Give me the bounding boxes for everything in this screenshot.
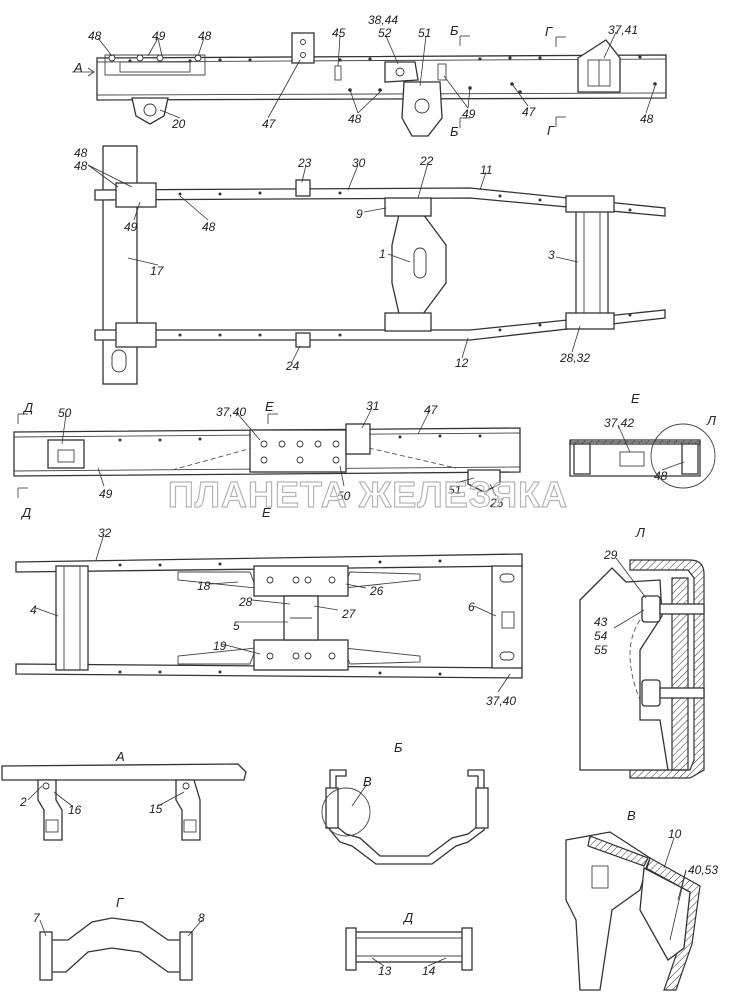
side-view-top bbox=[72, 31, 667, 137]
callout-label-l13: 13 bbox=[378, 964, 392, 978]
section-view-g bbox=[39, 917, 203, 981]
callout-label-l48b: 48 bbox=[198, 29, 212, 43]
callout-label-l3740a: 37,40 bbox=[216, 405, 247, 419]
callout-label-l2: 2 bbox=[20, 795, 27, 809]
callout-label-lG1: Г bbox=[545, 24, 553, 39]
callout-label-l19: 19 bbox=[213, 639, 227, 653]
callout-label-l3: 3 bbox=[548, 248, 555, 262]
callout-label-lDv: Д bbox=[404, 910, 414, 925]
callout-label-l18: 18 bbox=[197, 579, 211, 593]
callout-label-l28: 28 bbox=[239, 595, 253, 609]
callout-label-l32: 32 bbox=[98, 526, 112, 540]
callout-label-l6: 6 bbox=[468, 600, 475, 614]
section-view-a bbox=[1, 763, 247, 841]
callout-label-lVv: В bbox=[627, 808, 636, 823]
callout-label-lE2: Е bbox=[262, 505, 271, 520]
callout-label-lLv: Л bbox=[707, 413, 716, 428]
callout-label-l20: 20 bbox=[172, 117, 186, 131]
callout-label-l3844: 38,44 bbox=[368, 13, 399, 27]
callout-label-l4: 4 bbox=[30, 603, 37, 617]
callout-label-l51a: 51 bbox=[418, 26, 432, 40]
callout-label-l49d: 49 bbox=[99, 487, 113, 501]
detail-view-v bbox=[565, 831, 701, 991]
callout-label-l30: 30 bbox=[352, 156, 366, 170]
callout-label-lD1: Д bbox=[24, 400, 34, 415]
callout-label-lGv: Г bbox=[116, 895, 124, 910]
callout-label-l25: 25 bbox=[490, 496, 504, 510]
watermark: ПЛАНЕТА ЖЕЛЕЗЯКА bbox=[167, 473, 569, 515]
section-view-d bbox=[345, 927, 473, 971]
callout-label-l48c: 48 bbox=[348, 112, 362, 126]
callout-label-l48a: 48 bbox=[88, 29, 102, 43]
callout-label-l15: 15 bbox=[149, 802, 163, 816]
callout-label-l17: 17 bbox=[150, 264, 164, 278]
callout-label-l1: 1 bbox=[379, 247, 386, 261]
callout-label-l9: 9 bbox=[356, 207, 363, 221]
callout-label-l4053: 40,53 bbox=[688, 863, 719, 877]
callout-label-l23: 23 bbox=[298, 156, 312, 170]
callout-label-l22: 22 bbox=[420, 154, 434, 168]
callout-label-l48h: 48 bbox=[654, 469, 668, 483]
callout-label-l8: 8 bbox=[198, 911, 205, 925]
callout-label-lBv: Б bbox=[394, 740, 403, 755]
callout-label-l50b: 50 bbox=[337, 489, 351, 503]
callout-label-l3740b: 37,40 bbox=[486, 694, 517, 708]
callout-label-l45: 45 bbox=[332, 26, 346, 40]
callout-label-lE1: Е bbox=[265, 399, 274, 414]
callout-label-l47b: 47 bbox=[522, 105, 536, 119]
callout-label-lB2: Б bbox=[450, 124, 459, 139]
callout-label-l7: 7 bbox=[33, 911, 40, 925]
callout-label-l12: 12 bbox=[455, 356, 469, 370]
callout-label-l49b: 49 bbox=[462, 107, 476, 121]
callout-label-l27: 27 bbox=[342, 607, 356, 621]
plan-view bbox=[87, 145, 666, 385]
section-view-e bbox=[569, 423, 716, 489]
callout-label-lD2: Д bbox=[22, 505, 32, 520]
callout-label-l29: 29 bbox=[604, 548, 618, 562]
callout-label-l49a: 49 bbox=[152, 29, 166, 43]
callout-label-l11: 11 bbox=[480, 163, 493, 177]
callout-label-lAv: А bbox=[116, 749, 125, 764]
callout-label-l10: 10 bbox=[668, 827, 682, 841]
callout-label-lEv: Е bbox=[631, 391, 640, 406]
callout-label-l47a: 47 bbox=[262, 117, 276, 131]
detail-view-l bbox=[579, 557, 705, 779]
callout-label-lA1: А bbox=[74, 60, 83, 75]
callout-label-l24: 24 bbox=[286, 359, 300, 373]
callout-label-l2832: 28,32 bbox=[560, 351, 591, 365]
callout-label-l54: 54 bbox=[594, 629, 608, 643]
callout-label-lB1: Б bbox=[450, 23, 459, 38]
callout-label-l16: 16 bbox=[68, 803, 82, 817]
section-view-b bbox=[321, 769, 489, 865]
callout-label-l14: 14 bbox=[422, 964, 436, 978]
callout-label-l55: 55 bbox=[594, 643, 608, 657]
callout-label-l48g: 48 bbox=[202, 220, 216, 234]
callout-label-l47c: 47 bbox=[424, 403, 438, 417]
callout-label-l52: 52 bbox=[378, 26, 392, 40]
callout-label-l48d: 48 bbox=[640, 112, 654, 126]
callout-label-l48e: 48 bbox=[74, 146, 88, 160]
callout-label-l49c: 49 bbox=[124, 220, 138, 234]
callout-label-lG2: Г bbox=[547, 123, 555, 138]
callout-label-lVl: В bbox=[363, 774, 372, 789]
callout-label-l31: 31 bbox=[366, 399, 380, 413]
callout-label-l50a: 50 bbox=[58, 406, 72, 420]
callout-label-lL2: Л bbox=[636, 525, 645, 540]
callout-label-l48f: 48 bbox=[74, 159, 88, 173]
callout-label-l3742: 37,42 bbox=[604, 416, 635, 430]
callout-label-l3741a: 37,41 bbox=[608, 23, 639, 37]
side-view-middle bbox=[13, 407, 521, 498]
callout-label-l43: 43 bbox=[594, 615, 608, 629]
callout-label-l26: 26 bbox=[370, 584, 384, 598]
callout-label-l5: 5 bbox=[233, 619, 240, 633]
callout-label-l51b: 51 bbox=[448, 483, 462, 497]
plan-view-lower bbox=[15, 533, 523, 693]
